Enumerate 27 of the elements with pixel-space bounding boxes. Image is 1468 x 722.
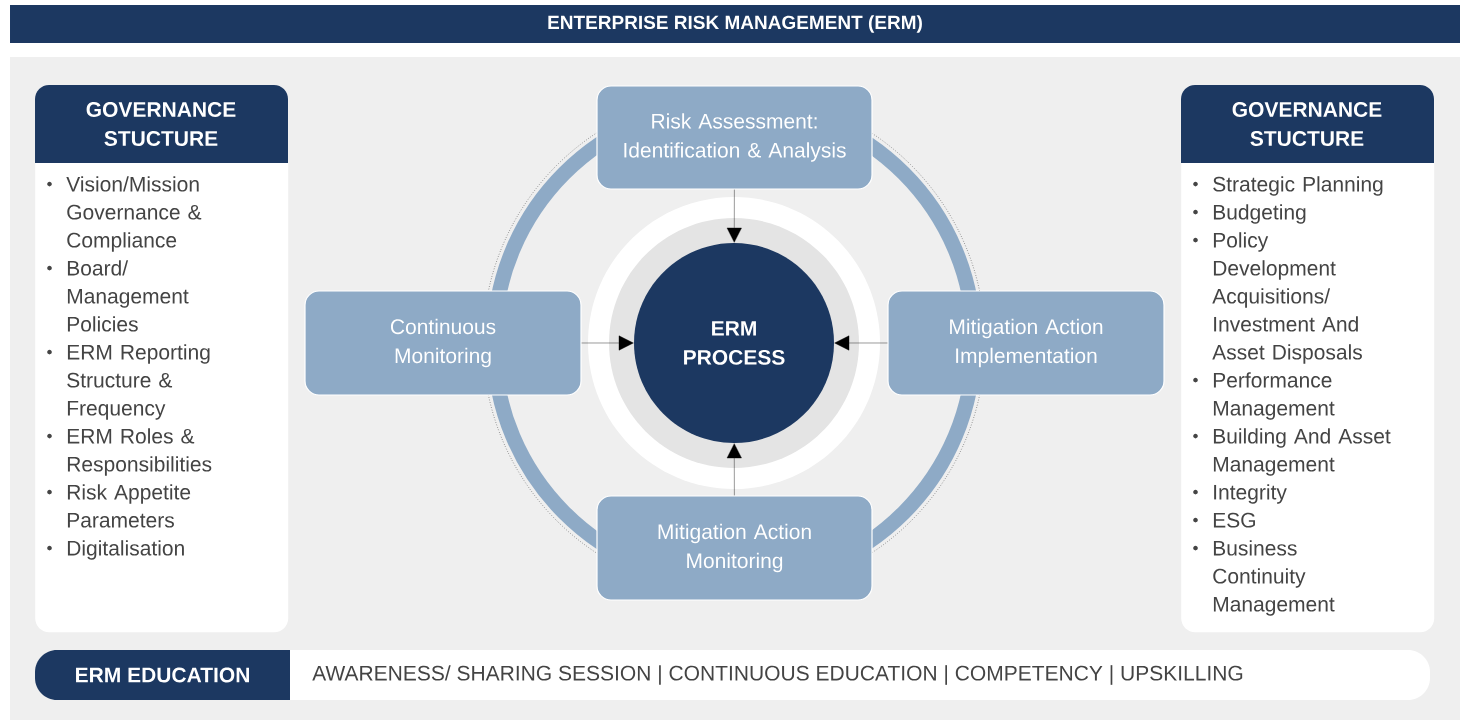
- process-box: Risk Assessment: Identification & Analysis: [596, 85, 873, 190]
- list-item: ESG: [1193, 512, 1255, 528]
- title-bar: ENTERPRISE RISK MANAGEMENT (ERM): [10, 5, 1460, 43]
- arrow: [834, 335, 888, 351]
- list-item: Performance Management: [1193, 372, 1335, 420]
- process-box: Continuous Monitoring: [304, 290, 582, 396]
- list-item: ERM Roles & Responsibilities: [47, 428, 212, 476]
- list-item: Strategic Planning: [1193, 176, 1383, 196]
- panel-header: GOVERNANCE STUCTURE: [35, 85, 288, 163]
- arrow: [581, 335, 634, 351]
- arrow: [726, 443, 742, 496]
- education-band: ERM EDUCATION: [35, 650, 290, 700]
- list-item: Policy Development Acquisitions/ Investment And Asset Disposals: [1193, 232, 1362, 364]
- education-band: AWARENESS/ SHARING SESSION | CONTINUOUS EDUCATION | COMPETENCY | UPSKILLING: [290, 650, 1430, 700]
- list-item: Board/ Management Policies: [47, 260, 189, 332]
- list-item: Business Continuity Management: [1193, 540, 1335, 616]
- list-item: Integrity: [1193, 484, 1287, 504]
- list-item: Budgeting: [1193, 204, 1306, 224]
- process-box: Mitigation Action Implementation: [887, 290, 1165, 396]
- process-box: Mitigation Action Monitoring: [596, 495, 873, 601]
- list-item: ERM Reporting Structure & Frequency: [47, 344, 210, 420]
- list-item: Vision/Mission Governance & Compliance: [47, 176, 202, 252]
- panel-header: GOVERNANCE STUCTURE: [1181, 85, 1434, 163]
- list-item: Risk Appetite Parameters: [47, 484, 191, 528]
- list-item: Building And Asset Management: [1193, 428, 1391, 476]
- arrow: [726, 189, 742, 243]
- list-item: Digitalisation: [47, 540, 184, 560]
